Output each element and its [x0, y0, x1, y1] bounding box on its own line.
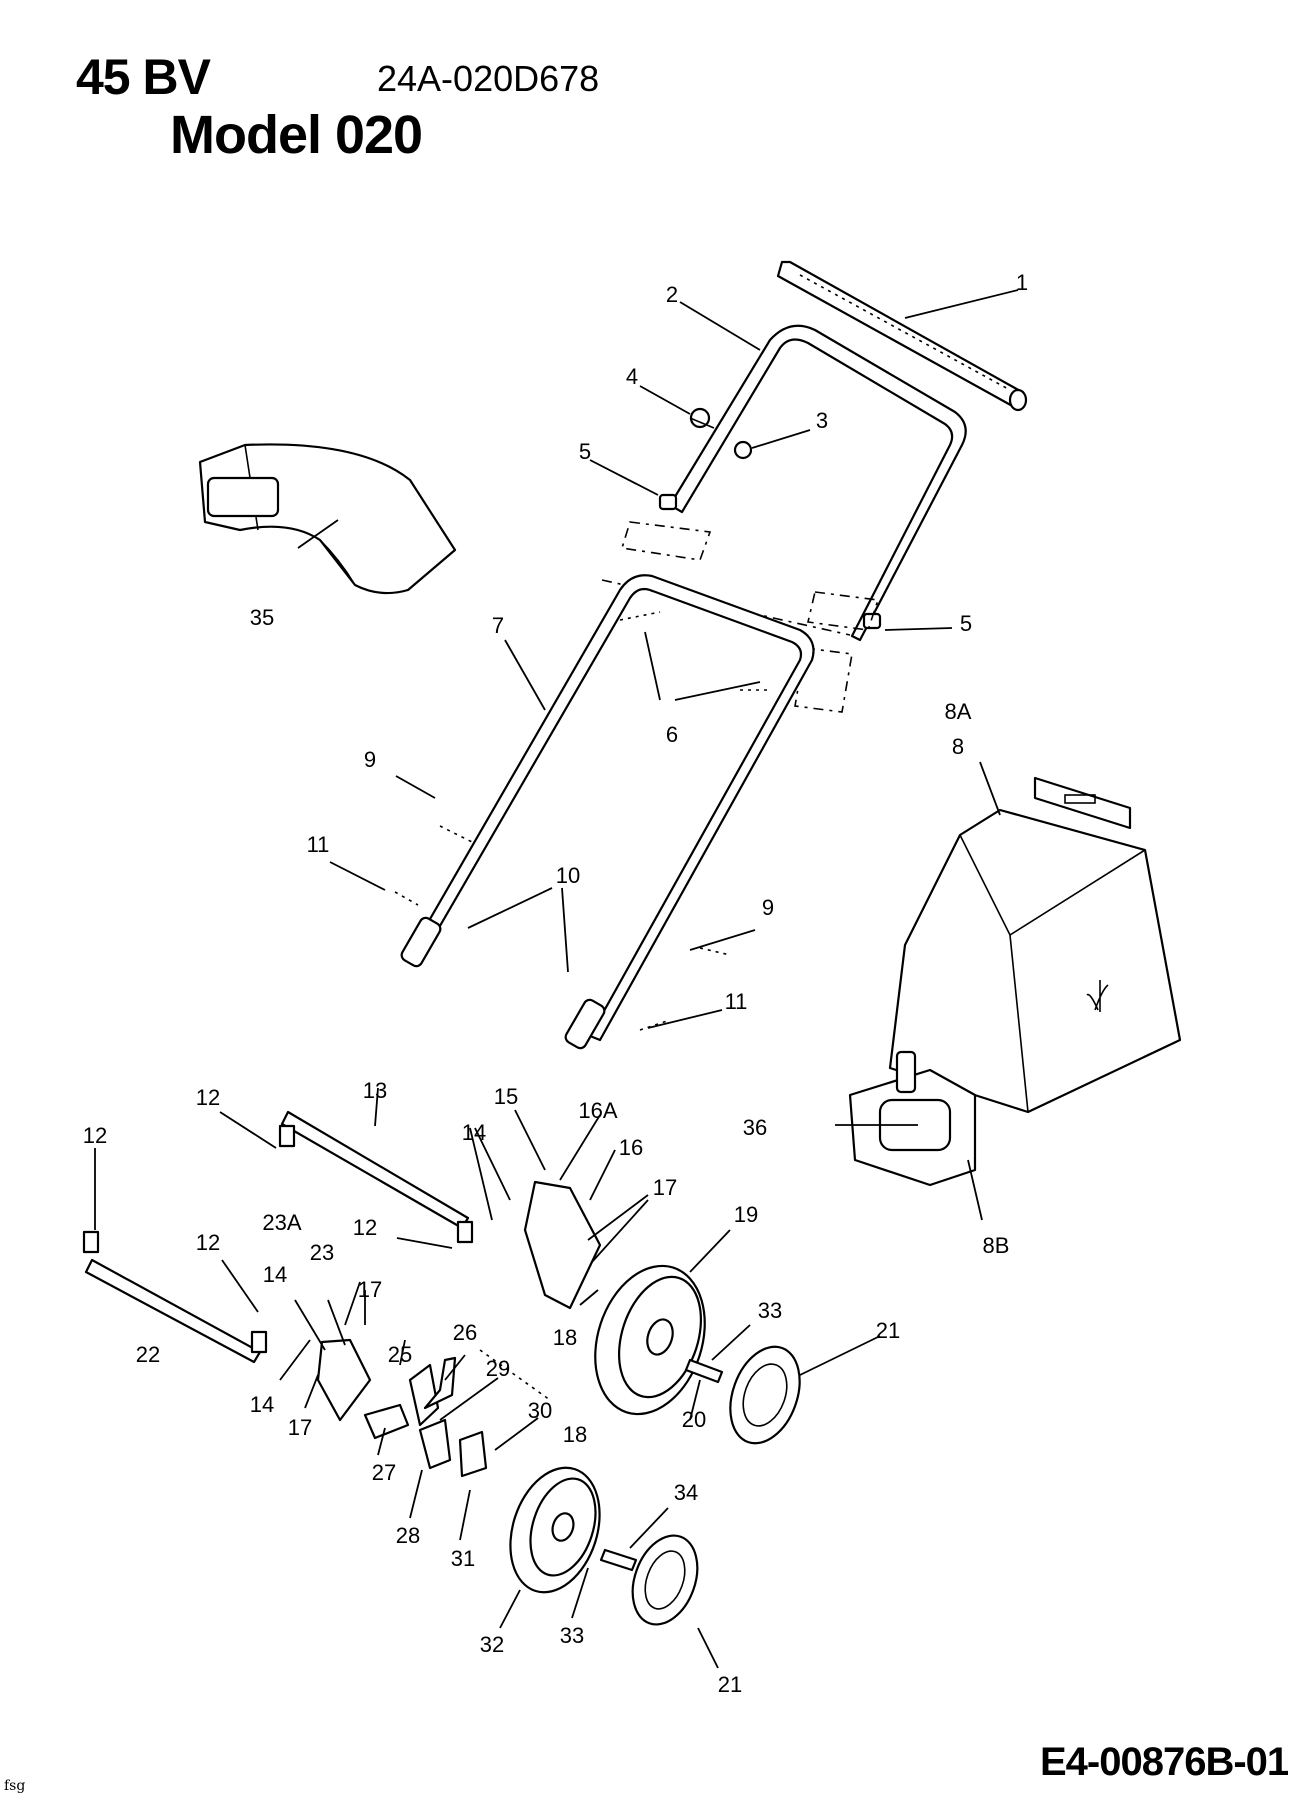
callout-32: 32: [480, 1632, 504, 1657]
callout-5: 5: [579, 439, 591, 464]
callout-18: 18: [563, 1422, 587, 1447]
callout-22: 22: [136, 1342, 160, 1367]
discharge-chute: [198, 443, 457, 595]
callout-27: 27: [372, 1460, 396, 1485]
rear-wheel: [594, 1264, 706, 1416]
handle-grip: [776, 260, 1028, 412]
callout-19: 19: [734, 1202, 758, 1227]
callout-14: 14: [263, 1262, 287, 1287]
callout-25: 25: [388, 1342, 412, 1367]
callout-12: 12: [196, 1085, 220, 1110]
callout-11: 11: [725, 989, 748, 1014]
callout-labels: 1 2 4 3 5 5 35 7 6 8A 8 9 11 10 9 11 12 …: [83, 270, 1028, 1697]
callout-33: 33: [560, 1623, 584, 1648]
part-number: 24A-020D678: [377, 58, 600, 99]
callout-28: 28: [396, 1523, 420, 1548]
callout-16a: 16A: [578, 1098, 617, 1123]
callout-17: 17: [288, 1415, 312, 1440]
wing-nut: [689, 407, 753, 460]
callout-14: 14: [462, 1120, 486, 1145]
callout-23a: 23A: [262, 1210, 301, 1235]
callout-5: 5: [960, 611, 972, 636]
front-axle: [82, 1230, 268, 1364]
callout-3: 3: [816, 408, 828, 433]
clamp-lever: [658, 493, 882, 630]
callout-29: 29: [486, 1356, 510, 1381]
callout-4: 4: [626, 364, 638, 389]
callout-26: 26: [453, 1320, 477, 1345]
model-subtitle: Model 020: [170, 105, 423, 165]
callout-18: 18: [553, 1325, 577, 1350]
callout-31: 31: [451, 1546, 475, 1571]
callout-2: 2: [666, 282, 678, 307]
callout-23: 23: [310, 1240, 334, 1265]
callout-21: 21: [718, 1672, 742, 1697]
callout-30: 30: [528, 1398, 552, 1423]
callout-9: 9: [762, 895, 774, 920]
wheel-bolt: [599, 1358, 724, 1572]
callout-15: 15: [494, 1084, 518, 1109]
hubcap: [631, 1345, 801, 1626]
callout-12: 12: [353, 1215, 377, 1240]
callout-10: 10: [556, 863, 580, 888]
rear-axle: [278, 1110, 474, 1244]
callout-17: 17: [358, 1277, 382, 1302]
callout-16: 16: [619, 1135, 643, 1160]
callout-11: 11: [307, 832, 330, 857]
callout-13: 13: [363, 1078, 387, 1103]
callout-17: 17: [653, 1175, 677, 1200]
callout-1: 1: [1016, 270, 1028, 295]
callout-21: 21: [876, 1318, 900, 1343]
callout-35: 35: [250, 605, 274, 630]
callout-14: 14: [250, 1392, 274, 1417]
model-name: 45 BV: [76, 49, 211, 105]
callout-12: 12: [83, 1123, 107, 1148]
grass-bag: [888, 776, 1182, 1114]
callout-6: 6: [666, 722, 678, 747]
upper-handle: [668, 324, 967, 642]
callout-8b: 8B: [983, 1233, 1010, 1258]
height-adjuster: [316, 1180, 602, 1478]
drafter-initials: fsg: [4, 1778, 26, 1794]
callout-9: 9: [364, 747, 376, 772]
callout-33: 33: [758, 1298, 782, 1323]
callout-8a: 8A: [945, 699, 972, 724]
lower-handle: [400, 574, 815, 1050]
leader-lines: [94, 289, 1019, 1669]
callout-7: 7: [492, 613, 504, 638]
callout-34: 34: [674, 1480, 698, 1505]
callout-36: 36: [743, 1115, 767, 1140]
callout-12: 12: [196, 1230, 220, 1255]
callout-20: 20: [682, 1407, 706, 1432]
callout-8: 8: [952, 734, 964, 759]
drawing-number: E4-00876B-01: [1040, 1740, 1289, 1784]
front-wheel: [509, 1466, 601, 1594]
